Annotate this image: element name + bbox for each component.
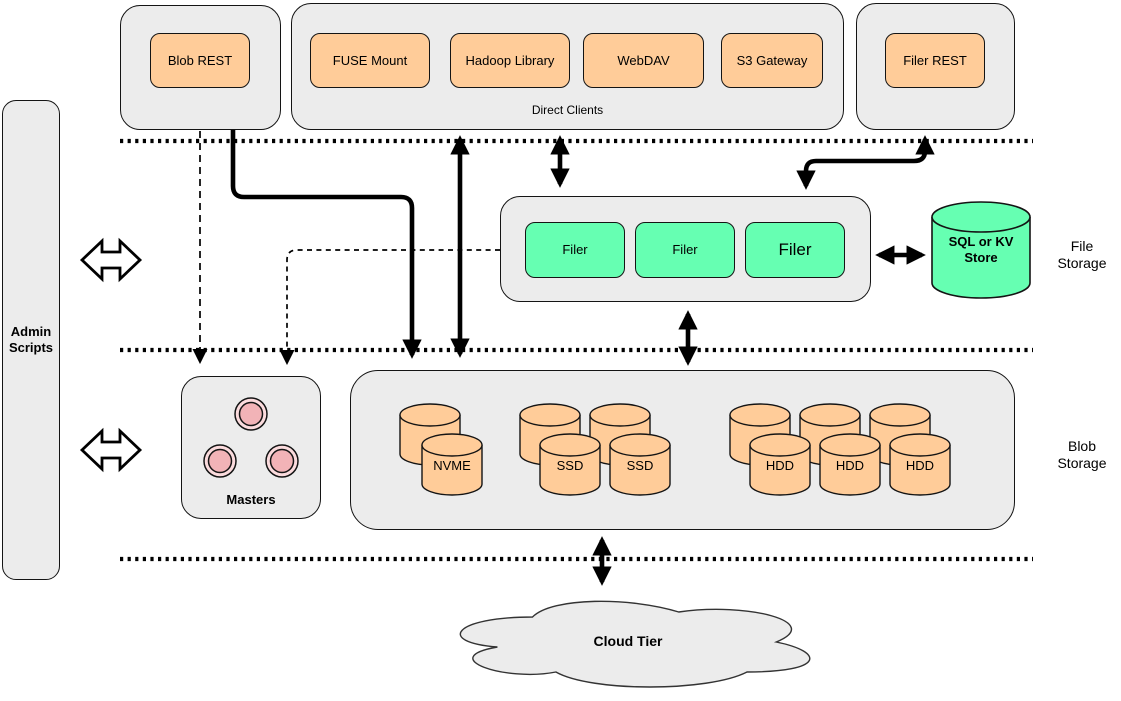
blob-rest-label: Blob REST: [167, 52, 233, 68]
s3-gateway-label: S3 Gateway: [736, 52, 808, 68]
blob-rest-to-blob-storage-arrow: [230, 130, 422, 359]
filer-label-1: Filer: [562, 242, 588, 258]
fuse-mount-node: FUSE Mount: [310, 33, 430, 88]
file-storage-layer-label: File Storage: [1057, 237, 1107, 272]
hdd-disk-label-1: HDD: [765, 457, 795, 473]
filer-rest-label: Filer REST: [903, 52, 967, 68]
s3-gateway-node: S3 Gateway: [721, 33, 823, 88]
blob-rest-node: Blob REST: [150, 33, 250, 88]
blob-storage-layer-label: Blob Storage: [1057, 437, 1107, 472]
fuse-mount-label: FUSE Mount: [332, 52, 408, 68]
direct-clients-label: Direct Clients: [531, 102, 604, 117]
nvme-disk-label: NVME: [433, 457, 471, 473]
webdav-label: WebDAV: [617, 52, 670, 68]
filer-node-1: Filer: [525, 222, 625, 278]
blob-storage-group: [350, 370, 1015, 530]
filer-label-2: Filer: [672, 242, 698, 258]
admin-scripts-label: Admin Scripts: [8, 323, 54, 355]
hdd-disk-label-3: HDD: [905, 457, 935, 473]
ssd-disk-label-2: SSD: [626, 457, 654, 473]
webdav-node: WebDAV: [583, 33, 704, 88]
admin-blob-layer-double-arrow-icon: [79, 427, 143, 473]
admin-scripts-bar: Admin Scripts: [2, 100, 60, 580]
filer-to-masters-arrow: [279, 249, 500, 366]
masters-label: Masters: [226, 491, 276, 507]
hadoop-library-node: Hadoop Library: [450, 33, 570, 88]
ssd-disk-label-1: SSD: [556, 457, 584, 473]
filer-node-3: Filer: [745, 222, 845, 278]
filer-label-3: Filer: [778, 239, 812, 259]
hdd-disk-label-2: HDD: [835, 457, 865, 473]
cloud-tier-label: Cloud Tier: [593, 633, 663, 650]
filer-rest-node: Filer REST: [885, 33, 985, 88]
filer-node-2: Filer: [635, 222, 735, 278]
admin-file-layer-double-arrow-icon: [79, 237, 143, 283]
filer-rest-to-filer-arrow: [796, 135, 935, 190]
sql-kv-store-label: SQL or KV Store: [948, 233, 1014, 265]
hadoop-library-label: Hadoop Library: [465, 52, 555, 68]
